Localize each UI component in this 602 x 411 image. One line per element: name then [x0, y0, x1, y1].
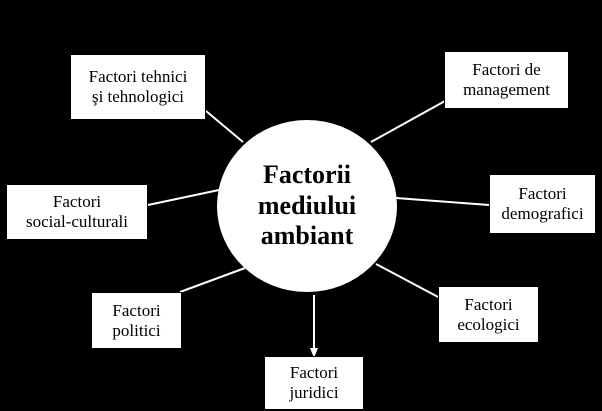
- node-factori-management-line-2: management: [463, 80, 550, 99]
- connector-management: [370, 100, 446, 143]
- node-factori-demografici-line-2: demografici: [501, 204, 584, 223]
- center-node-line-3: ambiant: [260, 221, 354, 251]
- node-factori-demografici-line-1: Factori: [518, 184, 567, 204]
- node-factori-ecologici: Factori ecologici: [438, 286, 539, 343]
- center-node: Factorii mediului ambiant: [217, 120, 397, 292]
- node-factori-juridici: Factori juridici: [264, 356, 364, 410]
- node-factori-tehnici: Factori tehnici şi tehnologici: [70, 54, 206, 120]
- connector-tehnici: [205, 110, 244, 143]
- connector-ecologici: [375, 263, 441, 299]
- connector-demografici: [395, 197, 490, 206]
- node-factori-social-culturali-line-1: Factori: [52, 192, 102, 212]
- connector-politici: [179, 267, 246, 293]
- node-factori-management: Factori de management: [444, 51, 569, 109]
- connector-social-culturali: [147, 189, 220, 206]
- node-factori-juridici-line-1: Factori: [289, 363, 339, 383]
- node-factori-demografici: Factori demografici: [489, 174, 596, 234]
- node-factori-social-culturali: Factori social-culturali: [6, 184, 148, 240]
- node-factori-tehnici-line-1: Factori tehnici: [88, 67, 188, 87]
- node-factori-politici-line-2: politici: [112, 320, 161, 340]
- node-factori-ecologici-line-1: Factori: [464, 294, 513, 314]
- node-factori-politici: Factori politici: [91, 292, 182, 349]
- node-factori-ecologici-line-2: ecologici: [457, 314, 520, 334]
- node-factori-politici-line-1: Factori: [112, 300, 161, 320]
- center-node-line-1: Factorii: [262, 159, 352, 189]
- node-factori-management-line-1: Factori de: [472, 60, 541, 80]
- node-factori-social-culturali-line-2: social-culturali: [26, 212, 128, 231]
- center-node-line-2: mediului: [257, 190, 357, 220]
- node-factori-juridici-line-2: juridici: [289, 383, 339, 402]
- node-factori-tehnici-line-2: şi tehnologici: [91, 87, 185, 106]
